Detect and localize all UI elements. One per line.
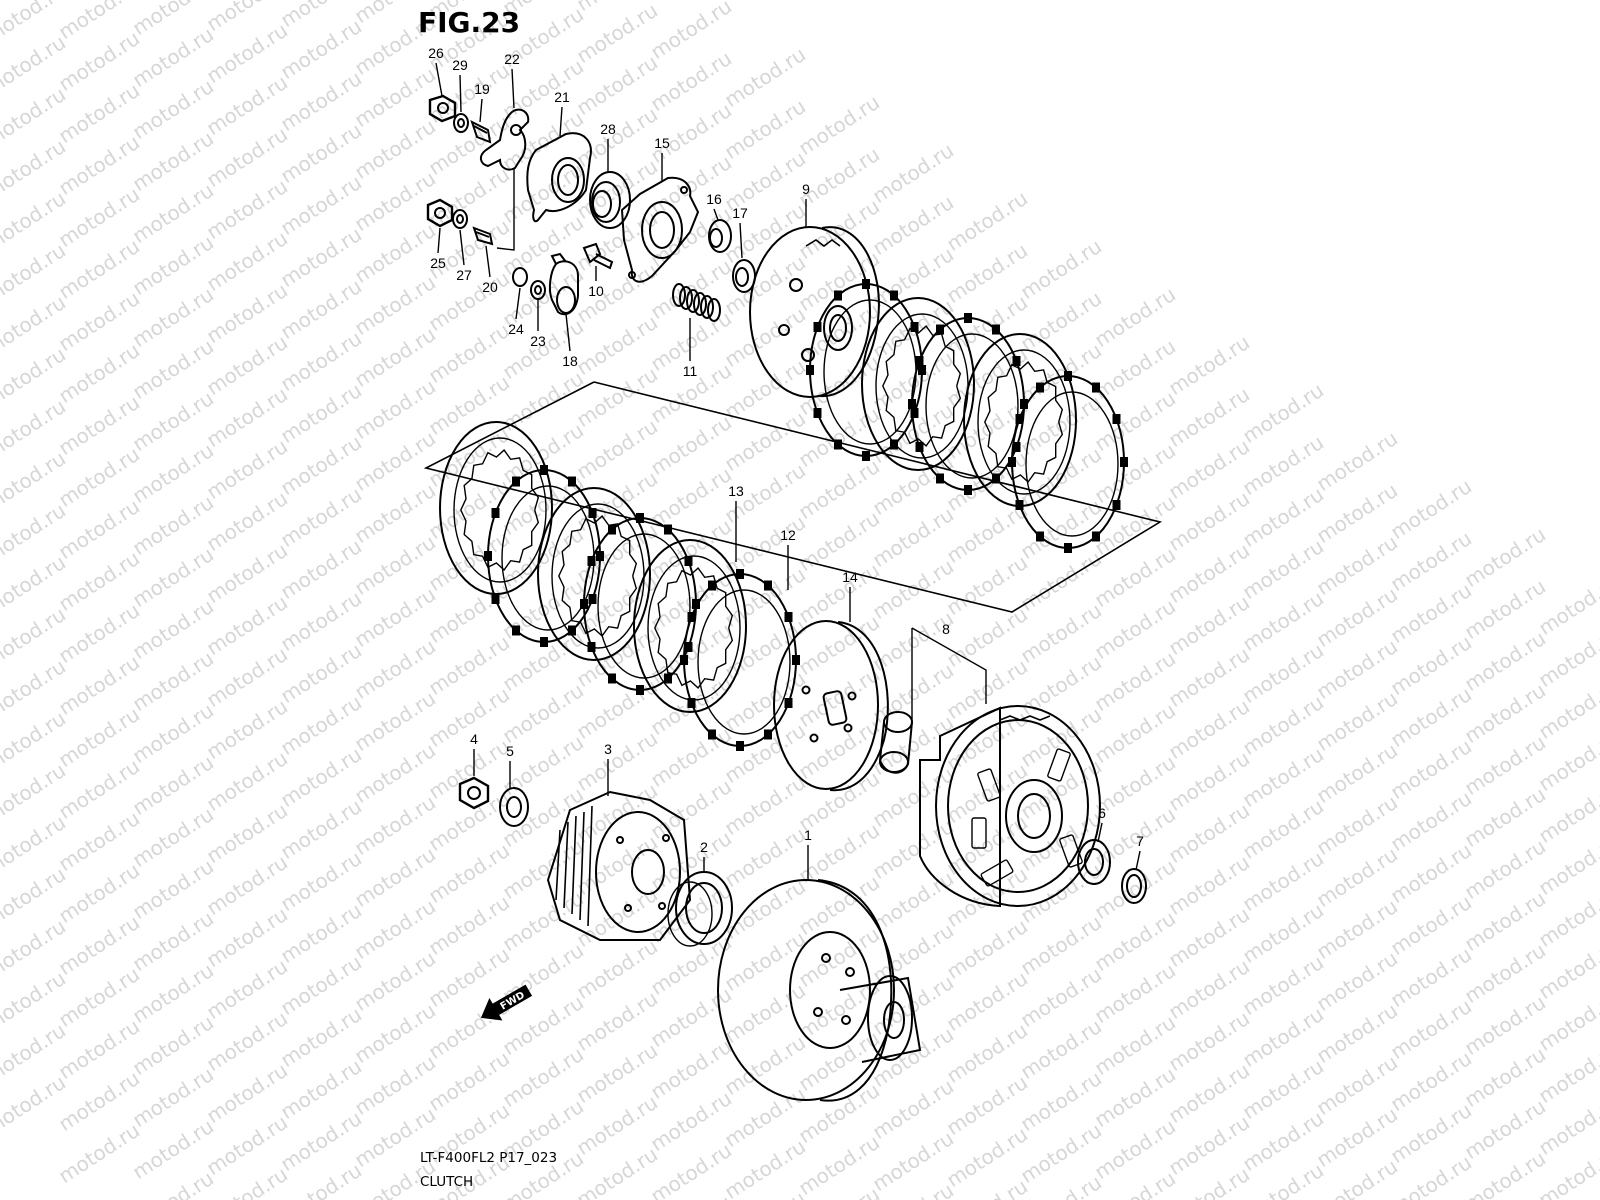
release-arm-18: [548, 252, 579, 316]
spacer-8a: [878, 711, 913, 774]
plate-group-bracket: [423, 381, 1163, 613]
forward-direction-arrow: FWD: [480, 984, 533, 1021]
part-number-label: 26: [428, 45, 444, 61]
ring-24: [512, 267, 528, 287]
release-lever-22: [480, 108, 530, 171]
clutch-hub-3: [546, 790, 692, 941]
bearing-16: [708, 219, 732, 253]
release-housing-21: [526, 132, 592, 223]
part-number-label: 2: [700, 839, 708, 855]
clutch-basket-8: [919, 705, 1101, 908]
clutch-disc-14: [773, 620, 889, 792]
friction-plate: [806, 279, 926, 461]
leader-line: [739, 222, 743, 259]
part-number-label: 22: [504, 51, 520, 67]
model-code: LT-F400FL2 P17_023: [420, 1150, 558, 1166]
washer-27: [452, 209, 468, 229]
leader-8-basket: [911, 627, 987, 704]
washer-23: [530, 280, 546, 300]
part-number-label: 12: [780, 527, 796, 543]
pressure-plate-9: [749, 226, 880, 398]
part-number-label: 29: [452, 57, 468, 73]
leader-20-22: [496, 168, 515, 251]
part-number-label: 13: [728, 483, 744, 499]
leader-line: [515, 287, 521, 320]
friction-plate: [908, 313, 1028, 495]
stud-20: [472, 226, 494, 246]
friction-plate: [484, 465, 604, 647]
part-number-labels: 2629192221281516179252720242318101113121…: [428, 45, 1144, 855]
nut-26: [428, 94, 457, 123]
part-number-label: 14: [842, 569, 858, 585]
part-number-label: 27: [456, 267, 472, 283]
part-number-label: 25: [430, 255, 446, 271]
leader-line: [485, 245, 491, 278]
part-number-label: 21: [554, 89, 570, 105]
part-number-label: 18: [562, 353, 578, 369]
nut-25: [426, 198, 454, 228]
part-number-label: 23: [530, 333, 546, 349]
leader-line: [459, 229, 465, 266]
leader-line: [565, 313, 571, 352]
steel-plate: [633, 539, 747, 713]
part-number-label: 7: [1136, 833, 1144, 849]
bushing-7: [1121, 868, 1147, 904]
leader-line: [437, 227, 441, 254]
leader-line: [1135, 850, 1141, 871]
part-number-label: 1: [804, 827, 812, 843]
part-number-label: 5: [506, 743, 514, 759]
part-number-label: 3: [604, 741, 612, 757]
part-number-label: 4: [470, 731, 478, 747]
bearing-28: [589, 171, 631, 229]
leader-line: [511, 68, 515, 109]
friction-plate: [680, 569, 800, 751]
leader-line: [479, 98, 483, 123]
friction-plate: [580, 513, 700, 695]
part-number-label: 6: [1098, 805, 1106, 821]
part-number-label: 28: [600, 121, 616, 137]
one-way-bearing-2: [667, 871, 733, 947]
part-number-label: 8: [942, 621, 950, 637]
part-number-label: 20: [482, 279, 498, 295]
callout-leaders: [435, 62, 1141, 880]
part-number-label: 24: [508, 321, 524, 337]
section-name: CLUTCH: [420, 1174, 474, 1190]
leader-line: [559, 106, 563, 137]
part-number-label: 10: [588, 283, 604, 299]
leader-line: [1097, 822, 1103, 843]
stud-19: [470, 120, 492, 144]
friction-plate: [1008, 371, 1128, 553]
pressure-flange-15: [620, 176, 700, 283]
part-number-label: 16: [706, 191, 722, 207]
washer-5: [499, 787, 529, 827]
washer-6: [1077, 839, 1111, 885]
clutch-plate-stack: [439, 279, 1128, 751]
washer-29: [453, 113, 469, 133]
part-number-label: 9: [802, 181, 810, 197]
primary-driven-gear-1: [717, 879, 922, 1102]
figure-title: FIG.23: [418, 6, 521, 39]
part-number-label: 19: [474, 81, 490, 97]
part-number-label: 11: [683, 363, 698, 379]
leader-line: [713, 208, 719, 221]
bolt-10: [582, 242, 614, 270]
leader-line: [435, 62, 443, 97]
leader-line: [459, 74, 462, 113]
nut-4: [458, 776, 490, 810]
part-number-label: 15: [654, 135, 670, 151]
part-number-label: 17: [732, 205, 748, 221]
spring-11: [672, 283, 721, 322]
